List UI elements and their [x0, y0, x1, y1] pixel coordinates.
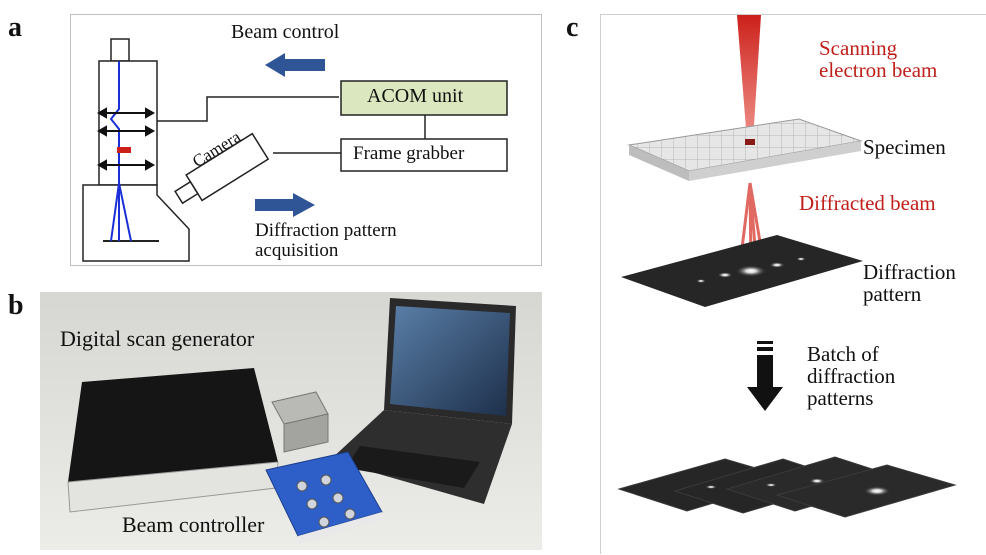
acom-principle-illustration: [617, 15, 957, 518]
schematic-drawing: [82, 38, 508, 262]
beam-control-arrow: [265, 53, 325, 77]
beam-controller-front: [298, 512, 382, 544]
specimen-label: Specimen: [863, 135, 946, 159]
laptop-screen: [390, 306, 510, 416]
small-box-front: [283, 413, 329, 453]
panel-b-photo: Digital scan generator Beam controller: [40, 292, 542, 550]
batch-label-1: Batch of: [807, 342, 879, 366]
controller-knobs: [296, 474, 356, 528]
diffraction-acquisition-label-2: acquisition: [255, 240, 339, 261]
panel-letter-b: b: [8, 290, 24, 321]
diffraction-acquisition-label-1: Diffraction pattern: [255, 220, 397, 241]
beam-controller-label: Beam controller: [122, 512, 265, 537]
frame-grabber-box: [340, 138, 508, 172]
acom-unit-box: [340, 80, 508, 116]
specimen-side-front: [689, 141, 861, 181]
beam-control-label: Beam control: [231, 21, 340, 43]
panel-a-schematic: Beam control ACOM unit Frame grabber Cam…: [70, 14, 542, 266]
specimen-chamber: [82, 184, 190, 262]
frame-grabber-label: Frame grabber: [353, 143, 465, 164]
specimen-side-left: [629, 145, 689, 181]
batch-label-3: patterns: [807, 386, 874, 410]
scan-generator-label: Digital scan generator: [60, 326, 255, 351]
panel-letter-a: a: [8, 12, 22, 43]
scanning-beam: [737, 15, 761, 141]
hardware-photo: [40, 292, 542, 550]
deflector-arrows: [96, 107, 156, 171]
diffraction-spots: [696, 257, 806, 283]
column-top: [110, 38, 130, 62]
electron-ray: [109, 61, 132, 242]
panel-letter-c: c: [566, 12, 579, 43]
acom-unit-label: ACOM unit: [367, 85, 464, 107]
scanning-beam-label-2: electron beam: [819, 58, 938, 82]
batch-pattern-stack: [617, 456, 957, 518]
diffraction-pattern-label-1: Diffraction: [863, 260, 956, 284]
scan-generator-top: [68, 368, 278, 482]
laptop-keyboard: [346, 446, 480, 488]
wire-beam-control: [157, 96, 339, 122]
camera-icon: [174, 132, 270, 205]
diffraction-pattern-label-2: pattern: [863, 282, 922, 306]
scanning-beam-label-1: Scanning: [819, 36, 898, 60]
diffracted-beam-label: Diffracted beam: [799, 191, 936, 215]
batch-label-2: diffraction: [807, 364, 896, 388]
panel-c-illustration: Scanning electron beam Specimen Diffract…: [600, 14, 986, 554]
probed-pixel: [745, 139, 755, 145]
acquisition-arrow: [255, 193, 315, 217]
batch-down-arrow: [747, 341, 783, 411]
specimen-marker: [117, 147, 131, 153]
